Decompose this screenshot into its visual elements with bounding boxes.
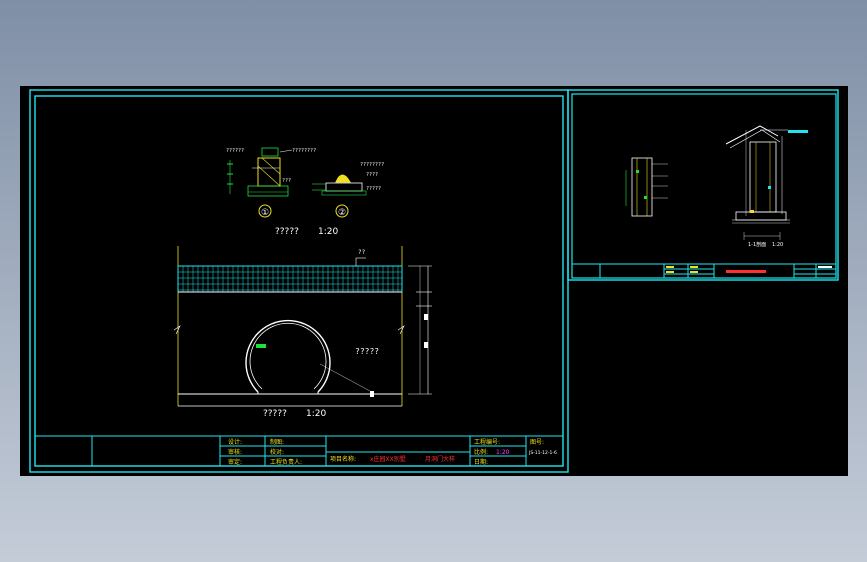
title-right-label-3: 日期: — [474, 458, 488, 466]
main-sheet-inner-frame — [34, 95, 564, 467]
detail-2-number: ② — [338, 208, 346, 218]
detail-1-cap — [261, 147, 279, 157]
detail-1-label-c: ???????? — [292, 148, 316, 154]
moon-gate-opening — [245, 319, 331, 393]
side-title-block — [572, 263, 836, 278]
detail-scale: 1:20 — [318, 227, 338, 237]
detail-1-footing — [247, 185, 289, 197]
detail-1-number: ① — [261, 208, 269, 218]
cad-drawing-svg: ?????? ??? ???????? ① ???????? ???? ????… — [29, 89, 839, 473]
detail-1-post — [257, 157, 281, 187]
detail-2-marker — [335, 204, 349, 218]
title-right-label-2: 比例: — [474, 448, 488, 456]
side-title-project-mark — [726, 270, 766, 273]
moon-gate-label: ????? — [355, 347, 379, 356]
title-row-value-1: 制图: — [270, 438, 284, 446]
detail-2-label-a: ???????? — [360, 162, 384, 168]
project-label: 项目名称: — [330, 455, 356, 463]
drawing-name: 月洞门大样 — [425, 455, 455, 463]
title-row-label-2: 审核: — [228, 448, 242, 456]
detail-caption: ????? — [275, 227, 299, 237]
main-sheet: ?????? ??? ???????? ① ???????? ???? ????… — [29, 89, 569, 473]
side-sheet: 1-1剖面 1:20 — [567, 89, 839, 281]
detail-2-label-b: ???? — [366, 172, 378, 178]
elevation-caption: ????? — [263, 409, 287, 419]
detail-2-base — [325, 182, 363, 192]
title-row-value-2: 校对: — [270, 448, 284, 456]
section-caption: 1-1剖面 — [748, 241, 766, 248]
sheet-number-value: JS-11-12-1-6 — [528, 450, 557, 456]
elevation-scale: 1:20 — [306, 409, 326, 419]
section-scale: 1:20 — [772, 242, 783, 248]
detail-2-label-c: ????? — [366, 186, 381, 192]
detail-1-label-a: ?????? — [226, 148, 244, 154]
gate-dimension-marker — [256, 344, 266, 348]
title-right-label-1: 工程编号: — [474, 438, 500, 446]
title-row-label-1: 设计: — [228, 438, 242, 446]
wall-section-1-1 — [725, 125, 808, 240]
main-title-block: 设计: 审核: 审定: 制图: 校对: 工程负责人: 项目名称: x庄园XX别墅… — [35, 435, 563, 466]
project-name: x庄园XX别墅 — [370, 455, 406, 463]
sheet-number-label: 图号: — [530, 439, 544, 446]
main-sheet-outer-frame — [29, 89, 569, 473]
detail-1-marker — [258, 204, 272, 218]
title-row-label-3: 审定: — [228, 458, 242, 466]
detail-2-coping — [335, 174, 351, 183]
detail-1-label-b: ??? — [282, 178, 291, 184]
cad-drawing-canvas: ?????? ??? ???????? ① ???????? ???? ????… — [20, 86, 848, 476]
title-scale-value: 1:20 — [496, 449, 510, 456]
moon-gate-elevation: ?? ????? — [173, 246, 432, 407]
side-sheet-inner-frame — [571, 93, 837, 279]
wall-tile-coping — [177, 265, 403, 293]
detail-2: ???????? ???? ????? ② — [312, 162, 384, 218]
post-section-small — [625, 157, 668, 217]
wall-top-label: ?? — [358, 249, 366, 256]
detail-1: ?????? ??? ???????? ① — [226, 147, 316, 218]
title-row-value-3: 工程负责人: — [270, 458, 302, 466]
side-sheet-outer-frame — [567, 89, 839, 281]
